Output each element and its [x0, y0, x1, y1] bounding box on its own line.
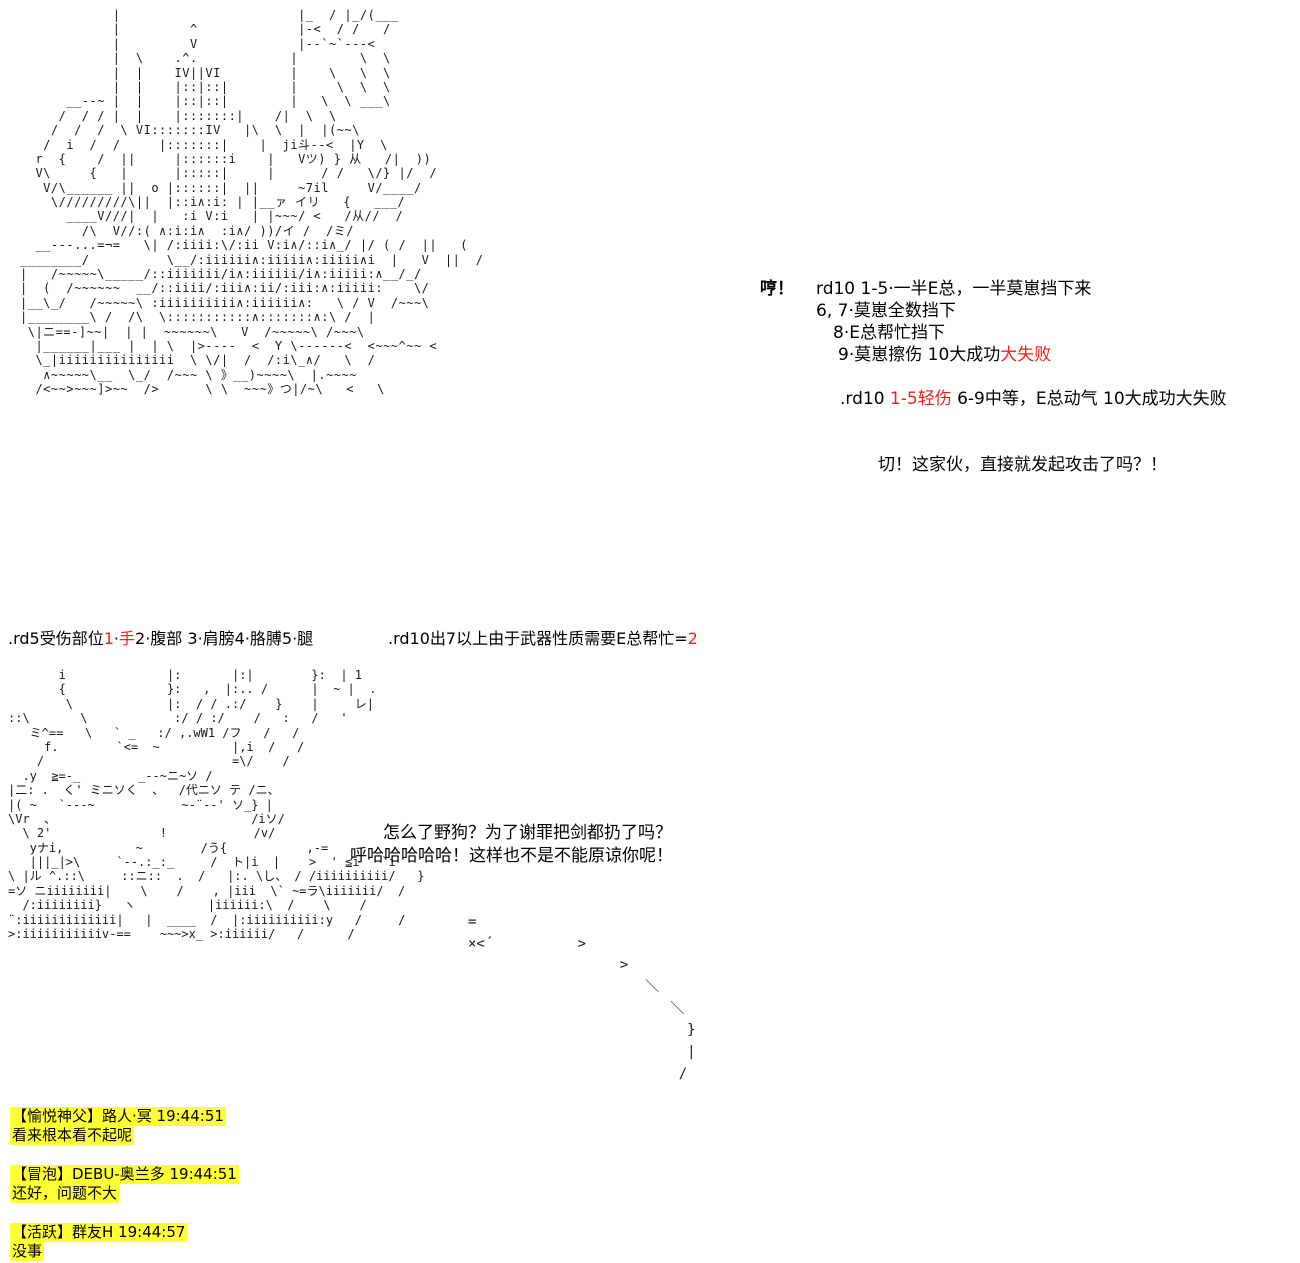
chat-header-1: 【愉悦神父】路人·冥 19:44:51 — [10, 1107, 226, 1126]
rd5-hand: 手 — [119, 629, 136, 648]
rd5-rest: 2·腹部 3·肩膀4·胳膊5·腿 — [135, 629, 314, 648]
chat-entry-1: 【愉悦神父】路人·冥 19:44:51 看来根本看不起呢 — [10, 1107, 226, 1145]
rd10-c-line: .rd10出7以上由于武器性质需要E总帮忙=2 — [388, 628, 698, 650]
chat-message-2: 还好，问题不大 — [10, 1184, 120, 1203]
rd10-a-line4-text: 9·莫崽擦伤 10大成功 — [838, 345, 1001, 365]
rd10-c-pre: .rd10出7以上由于武器性质需要E总帮忙= — [388, 629, 688, 648]
line-hum: 哼！ — [760, 279, 794, 299]
ascii-art-right: = ×<´ > > ＼ ＼ } | / — [468, 914, 696, 1082]
rd10-c-red: 2 — [687, 629, 698, 648]
rd10-b-pre: .rd10 — [840, 389, 890, 409]
chat-entry-2: 【冒泡】DEBU-奥兰多 19:44:51 还好，问题不大 — [10, 1165, 239, 1203]
speech-dog: 怎么了野狗？为了谢罪把剑都扔了吗？ — [383, 823, 672, 843]
rd10-b-post: 6-9中等，E总动气 10大成功大失败 — [951, 389, 1227, 409]
rd5-pre: .rd5受伤部位 — [8, 629, 104, 648]
line-qie: 切！这家伙，直接就发起攻击了吗？！ — [878, 455, 1167, 475]
chat-header-3: 【活跃】群友H 19:44:57 — [10, 1223, 188, 1242]
ascii-art-top: | |_ / |_/(___ | ^ |-< / / / | V |--`~`-… — [20, 8, 484, 397]
rd5-mid1: · — [113, 629, 120, 648]
ascii-art-bottom: i |: |:| }: | 1 { }: , |:.. / | ~ | . \ … — [8, 668, 425, 942]
rd10-a-line1: rd10 1-5·一半E总，一半莫崽挡下来 — [816, 279, 1092, 299]
rd5-num1: 1 — [103, 629, 114, 648]
chat-message-1: 看来根本看不起呢 — [10, 1126, 135, 1145]
rd10-a-line2: 6, 7·莫崽全数挡下 — [816, 301, 956, 321]
rd10-b-line: .rd10 1-5轻伤 6-9中等，E总动气 10大成功大失败 — [840, 388, 1227, 410]
rd10-a-line3: 8·E总帮忙挡下 — [833, 323, 945, 343]
chat-entry-3: 【活跃】群友H 19:44:57 没事 — [10, 1223, 188, 1261]
rd10-a-line4: 9·莫崽擦伤 10大成功大失败 — [838, 344, 1051, 366]
rd5-line: .rd5受伤部位1·手2·腹部 3·肩膀4·胳膊5·腿 — [8, 628, 313, 650]
rd10-a-line4-fail: 大失败 — [1000, 345, 1052, 365]
rd10-b-red: 1-5轻伤 — [889, 389, 952, 409]
chat-header-2: 【冒泡】DEBU-奥兰多 19:44:51 — [10, 1165, 239, 1184]
speech-laugh: 呼哈哈哈哈哈！这样也不是不能原谅你呢！ — [350, 846, 673, 866]
chat-message-3: 没事 — [10, 1242, 45, 1261]
